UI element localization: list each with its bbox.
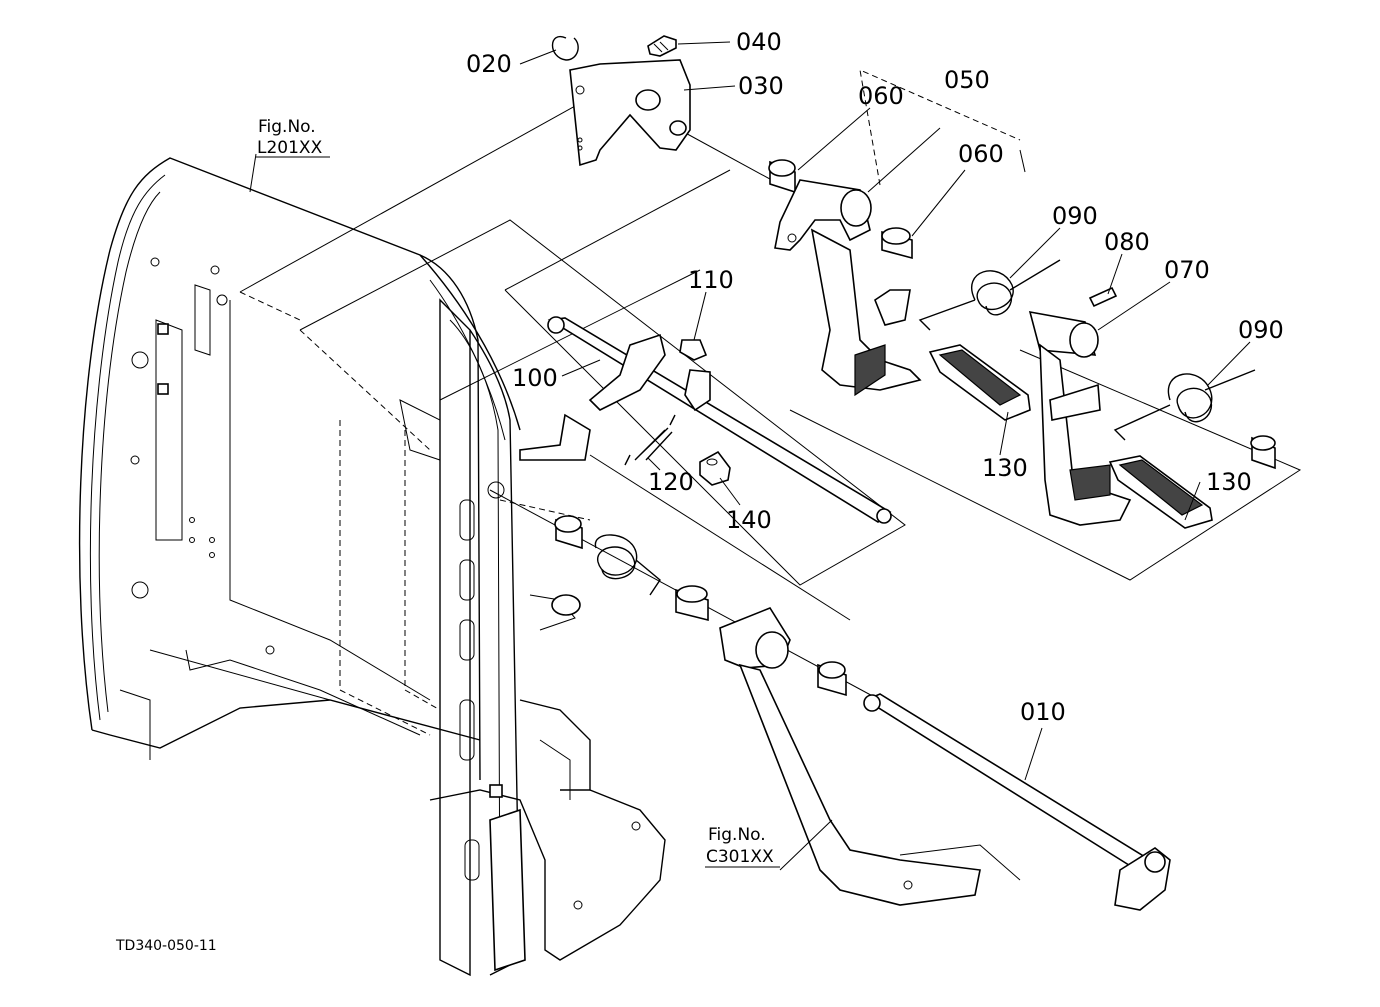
part-130-pedal-pad-a: [928, 344, 1031, 421]
fig-ref-pedal-code: C301XX: [706, 847, 774, 867]
part-060-bushing-b: [881, 227, 913, 260]
callout-010: 010: [1020, 698, 1066, 726]
callout-090-lower: 090: [1238, 316, 1284, 344]
callout-130-left: 130: [982, 454, 1028, 482]
fig-ref-pedal-label: Fig.No.: [708, 825, 766, 845]
part-100-shaft: [519, 316, 892, 524]
part-bushing-lower-c: [817, 661, 847, 697]
callout-060-lower: 060: [958, 140, 1004, 168]
part-090-spring-a: [918, 259, 1061, 331]
part-060-bushing-a: [768, 159, 796, 194]
callout-120: 120: [648, 468, 694, 496]
callout-050: 050: [944, 66, 990, 94]
callout-100: 100: [512, 364, 558, 392]
fig-ref-frame-label: Fig.No.: [258, 117, 316, 137]
callout-040: 040: [736, 28, 782, 56]
part-070-pedal-arm: [1028, 310, 1132, 526]
callout-leaders: [249, 41, 1251, 871]
callout-labels: 020 040 030 050 060 060 090 080 070 090 …: [466, 28, 1284, 726]
fig-ref-pedal: Fig.No. C301XX: [705, 825, 780, 868]
callout-140: 140: [726, 506, 772, 534]
callout-110: 110: [688, 266, 734, 294]
part-bushing-right: [1250, 435, 1276, 470]
fig-ref-frame: Fig.No. L201XX: [256, 117, 330, 158]
part-040-grease-nipple: [647, 35, 677, 57]
drawing-code: TD340-050-11: [115, 938, 217, 954]
part-clutch-pedal: [719, 607, 1021, 906]
callout-090-upper: 090: [1052, 202, 1098, 230]
part-140-cap: [699, 450, 731, 486]
callout-130-right: 130: [1206, 468, 1252, 496]
part-080-pin: [1088, 286, 1118, 308]
side-frame: [339, 254, 666, 977]
part-090-spring-b: [1113, 369, 1256, 441]
part-030-bracket: [569, 59, 691, 167]
part-110-grease-nipple: [679, 339, 708, 361]
part-050-pedal-arm: [774, 179, 922, 397]
part-130-pedal-pad-b: [1108, 455, 1213, 529]
fig-ref-frame-code: L201XX: [257, 138, 323, 158]
part-020-snap-ring: [551, 35, 579, 61]
part-bushing-lower-b: [675, 585, 709, 622]
part-120-spring: [624, 414, 676, 466]
callout-080: 080: [1104, 228, 1150, 256]
part-bushing-lower-a: [554, 515, 583, 550]
part-010-cross-shaft: [863, 693, 1171, 911]
frame-panel: [78, 157, 481, 781]
part-spring-lower: [594, 534, 661, 596]
callout-020: 020: [466, 50, 512, 78]
callout-070: 070: [1164, 256, 1210, 284]
callout-060-upper: 060: [858, 82, 904, 110]
callout-030: 030: [738, 72, 784, 100]
